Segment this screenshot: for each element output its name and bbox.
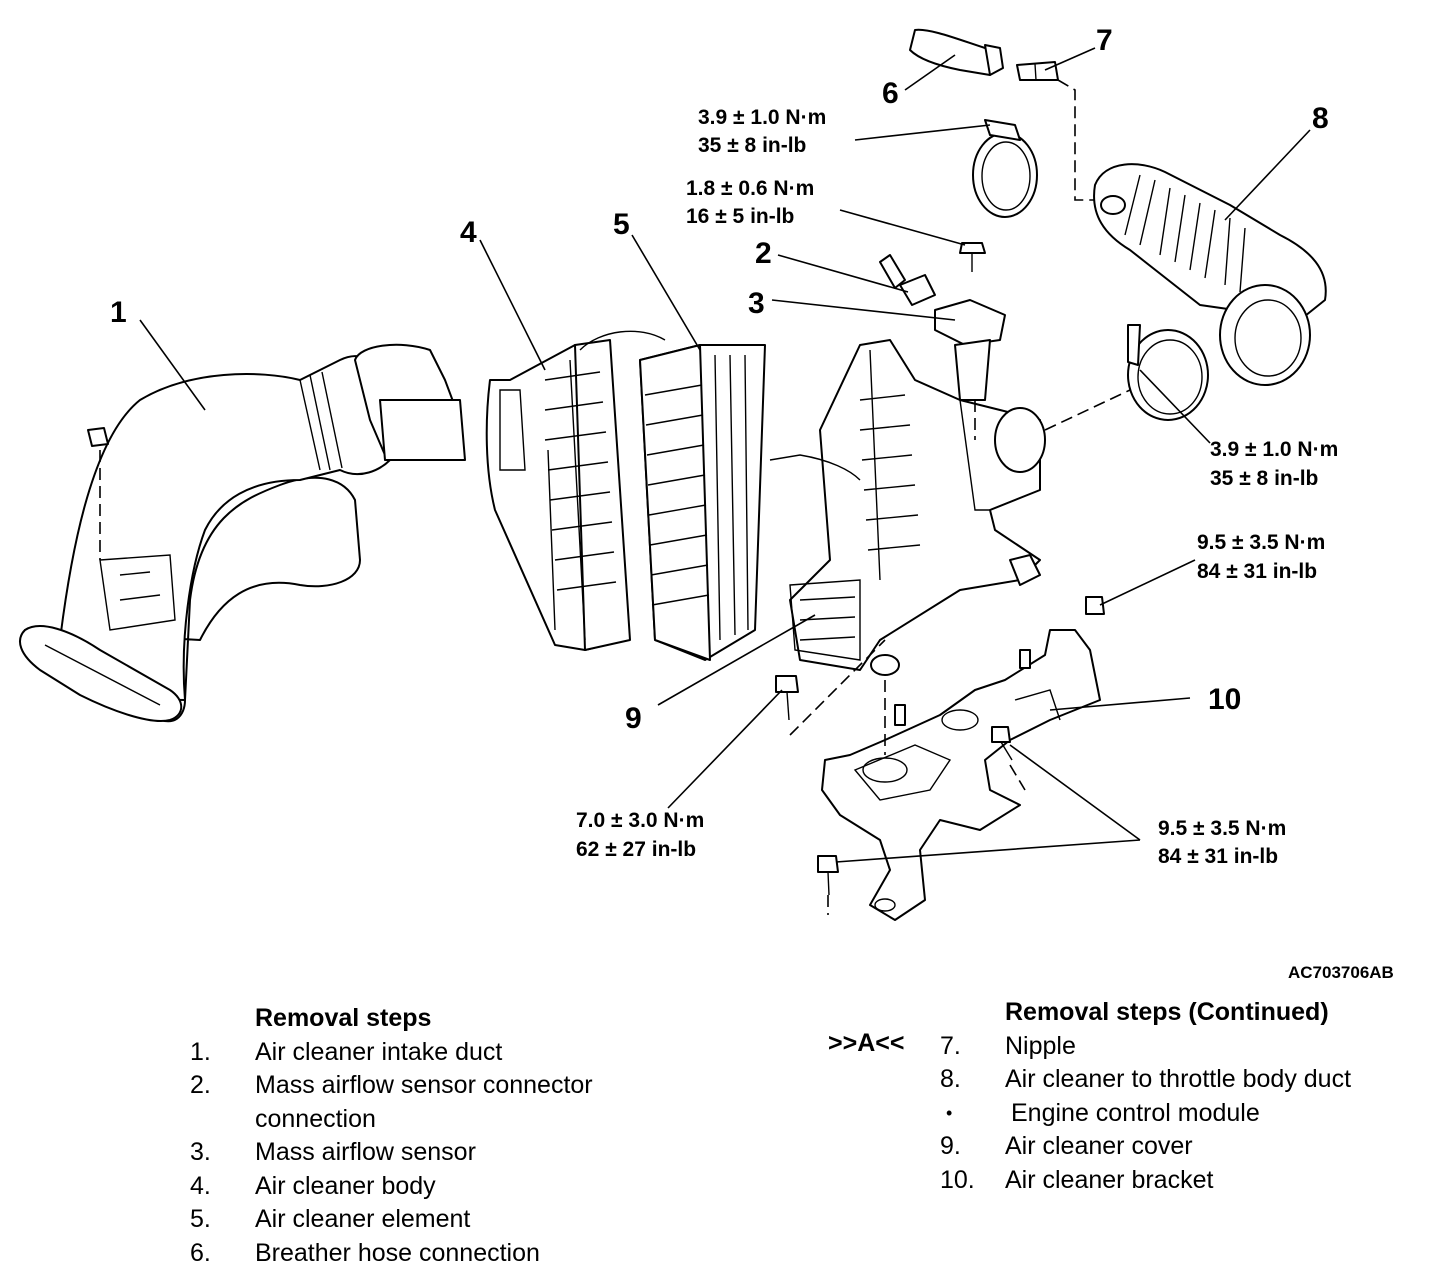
steps-heading: Removal steps (Continued)	[1005, 998, 1329, 1026]
step-item: 2. Mass airflow sensor connector connecti…	[190, 1069, 660, 1136]
callout-10: 10	[1208, 683, 1241, 716]
part-air-cleaner-bracket	[821, 629, 1101, 921]
part-air-cleaner-cover	[769, 339, 1046, 671]
step-text: Engine control module	[1011, 1098, 1260, 1127]
callout-8: 8	[1312, 102, 1329, 135]
step-text: Mass airflow sensor connector connection	[255, 1071, 593, 1133]
callout-9: 9	[625, 702, 642, 735]
callout-numbers: 1 2 3 4 5 6 7 8 9 10	[110, 24, 1329, 735]
step-text: Air cleaner body	[255, 1171, 436, 1200]
step-item: 9. Air cleaner cover	[940, 1130, 1410, 1164]
step-text: Air cleaner bracket	[1005, 1165, 1214, 1194]
step-number: 5.	[190, 1205, 211, 1233]
callout-3: 3	[748, 287, 765, 320]
torque-inlb: 84 ± 31 in-lb	[1197, 560, 1317, 583]
torque-nm: 3.9 ± 1.0 N·m	[1210, 438, 1338, 461]
step-number: 4.	[190, 1171, 211, 1200]
step-text: Nipple	[1005, 1031, 1076, 1060]
step-number: 7.	[940, 1031, 961, 1060]
step-item: 10. Air cleaner bracket	[940, 1164, 1410, 1198]
steps-heading: Removal steps	[255, 1004, 432, 1032]
part-clamp-upper	[972, 119, 1038, 218]
step-item: 7. Nipple	[940, 1030, 1410, 1064]
torque-nm: 9.5 ± 3.5 N·m	[1158, 817, 1286, 840]
part-air-cleaner-element	[639, 344, 766, 661]
callout-1: 1	[110, 296, 127, 329]
step-item: 4. Air cleaner body	[190, 1170, 660, 1204]
step-item: • Engine control module	[940, 1097, 1410, 1131]
torque-nm: 9.5 ± 3.5 N·m	[1197, 531, 1325, 554]
bullet-marker: •	[946, 1102, 953, 1123]
step-number: 6.	[190, 1238, 211, 1267]
torque-inlb: 16 ± 5 in-lb	[686, 205, 794, 228]
callout-6: 6	[882, 77, 899, 110]
step-item: 8. Air cleaner to throttle body duct	[940, 1063, 1410, 1097]
callout-7: 7	[1096, 24, 1113, 57]
step-text: Air cleaner element	[255, 1205, 471, 1233]
part-nipple	[1016, 61, 1059, 81]
torque-nm: 1.8 ± 0.6 N·m	[686, 177, 814, 200]
step-item: 1. Air cleaner intake duct	[190, 1036, 660, 1070]
figure-id: AC703706AB	[1288, 963, 1394, 980]
step-number: 8.	[940, 1065, 961, 1093]
part-intake-duct	[19, 343, 466, 723]
step-number: 2.	[190, 1071, 211, 1099]
torque-inlb: 35 ± 8 in-lb	[1210, 467, 1318, 490]
part-mass-airflow-sensor	[934, 299, 1006, 440]
torque-specs: 3.9 ± 1.0 N·m 35 ± 8 in-lb 1.8 ± 0.6 N·m…	[576, 106, 1338, 868]
callout-5: 5	[613, 208, 630, 241]
leader-lines	[139, 47, 1311, 863]
part-maf-connector	[879, 254, 936, 306]
step-text: Air cleaner cover	[1005, 1132, 1193, 1160]
step-text: Mass airflow sensor	[255, 1138, 476, 1166]
part-breather-hose	[909, 28, 1004, 76]
step-item: 6. Breather hose connection	[190, 1237, 660, 1271]
removal-steps-list: Removal steps 1.Air cleaner intake duct …	[190, 1002, 660, 1270]
part-air-cleaner-body	[485, 330, 666, 651]
torque-nm: 3.9 ± 1.0 N·m	[698, 106, 826, 129]
part-throttle-body-duct	[1093, 163, 1327, 386]
torque-inlb: 84 ± 31 in-lb	[1158, 845, 1278, 868]
removal-steps-continued-list: Removal steps (Continued) 7. Nipple 8. Air…	[940, 996, 1410, 1197]
fastener-bolts	[775, 242, 1105, 896]
step-number: 1.	[190, 1037, 211, 1066]
step-number: 3.	[190, 1138, 211, 1166]
step-text: Air cleaner to throttle body duct	[1005, 1065, 1352, 1093]
step-number: 10.	[940, 1165, 975, 1194]
torque-inlb: 62 ± 27 in-lb	[576, 838, 696, 861]
callout-2: 2	[755, 237, 772, 270]
part-clamp-lower	[1127, 324, 1209, 421]
torque-inlb: 35 ± 8 in-lb	[698, 134, 806, 157]
step-number: 9.	[940, 1132, 961, 1160]
step-item: 3. Mass airflow sensor	[190, 1136, 660, 1170]
step-text: Breather hose connection	[255, 1238, 540, 1267]
exploded-view-diagram: 1 2 3 4 5 6 7 8 9 10 3.9 ± 1.0 N·m 35 ± …	[19, 24, 1394, 980]
callout-4: 4	[460, 216, 477, 249]
torque-nm: 7.0 ± 3.0 N·m	[576, 809, 704, 832]
step-item: 5. Air cleaner element	[190, 1203, 660, 1237]
reference-mark: >>A<<	[828, 1029, 905, 1057]
step-text: Air cleaner intake duct	[255, 1037, 503, 1066]
